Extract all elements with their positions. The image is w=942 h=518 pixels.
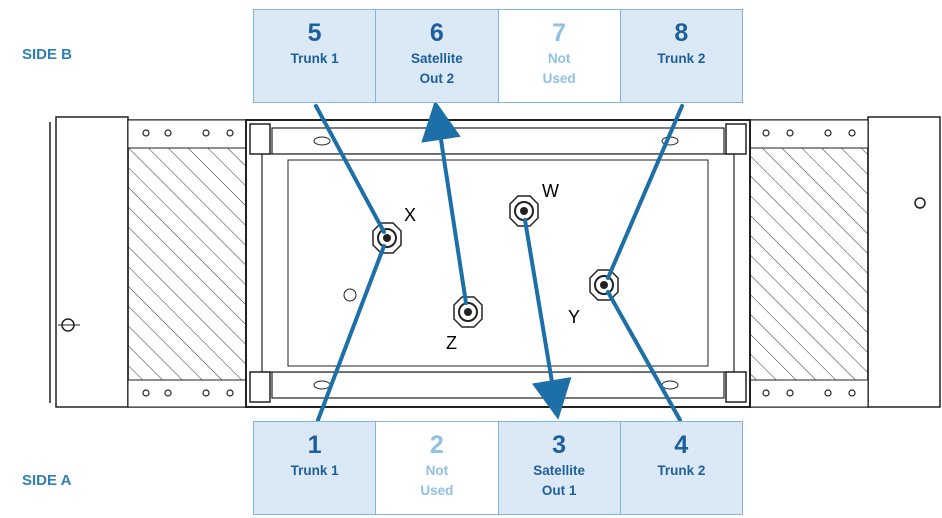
port-label-line-1: Trunk 1 [290,463,339,478]
line-port1-to-x [316,244,386,422]
left-end-cap [55,116,129,408]
port-1: 1 Trunk 1 [254,422,377,514]
connector-w-icon [509,195,539,227]
connector-y-label: Y [568,307,580,327]
port-label-line-1: Satellite [410,51,463,66]
port-6: 6 Satellite Out 2 [376,10,499,102]
port-3: 3 Satellite Out 1 [498,422,621,514]
port-label-line-1: Trunk 2 [657,463,706,478]
port-4: 4 Trunk 2 [620,422,742,514]
port-number: 8 [674,19,689,47]
side-a-port-row: 1 Trunk 1 2 Not Used 3 Satellite Out 1 4… [253,421,743,515]
right-hatched-panel [749,119,869,408]
port-label-line-1: Trunk 1 [290,51,339,66]
port-label-line-1: Not [425,463,449,478]
port-label-line-2: Used [420,483,454,498]
line-y-to-port4 [606,290,682,422]
line-z-to-port6 [421,100,468,305]
connector-y-icon [589,269,619,301]
port-number: 7 [552,19,567,47]
port-number: 6 [429,19,444,47]
side-b-port-row: 5 Trunk 1 6 Satellite Out 2 7 Not Used 8… [253,9,743,103]
connector-w-label: W [542,181,559,201]
port-number: 2 [429,431,444,459]
connector-x-label: X [404,205,416,225]
line-port5-to-x [314,104,386,234]
port-number: 3 [552,431,567,459]
port-label-line-2: Used [542,71,576,86]
port-label-line-2: Out 2 [419,71,455,86]
line-w-to-port3 [523,218,572,420]
connector-z-icon [453,296,483,328]
port-8: 8 Trunk 2 [620,10,742,102]
port-number: 1 [307,431,322,459]
port-number: 5 [307,19,322,47]
side-a-label: SIDE A [22,472,72,489]
port-5: 5 Trunk 1 [254,10,377,102]
port-label-line-1: Satellite [533,463,586,478]
port-label-line-1: Trunk 2 [657,51,706,66]
port-label-line-1: Not [547,51,571,66]
port-7: 7 Not Used [498,10,621,102]
connector-x-icon [372,222,402,254]
port-label-line-2: Out 1 [541,483,577,498]
left-hatched-panel [127,119,247,408]
right-end-cap [867,116,941,408]
port-2: 2 Not Used [376,422,499,514]
line-port8-to-y [606,104,684,280]
connector-z-label: Z [446,333,457,353]
port-number: 4 [674,431,689,459]
side-b-label: SIDE B [22,46,73,63]
right-fastener-icon [914,197,926,209]
